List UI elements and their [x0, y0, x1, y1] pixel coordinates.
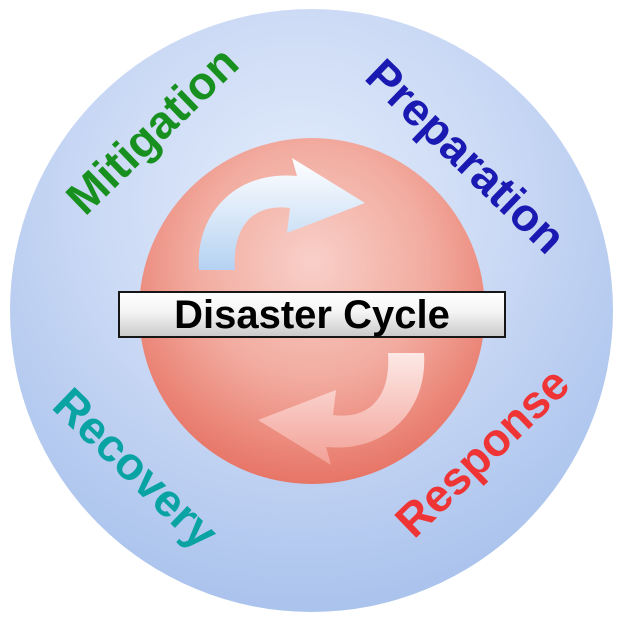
cycle-arrow-top-icon [198, 158, 365, 270]
title-banner: Disaster Cycle [118, 291, 506, 338]
cycle-arrow-bottom-icon [258, 353, 425, 465]
diagram-title: Disaster Cycle [174, 292, 450, 337]
